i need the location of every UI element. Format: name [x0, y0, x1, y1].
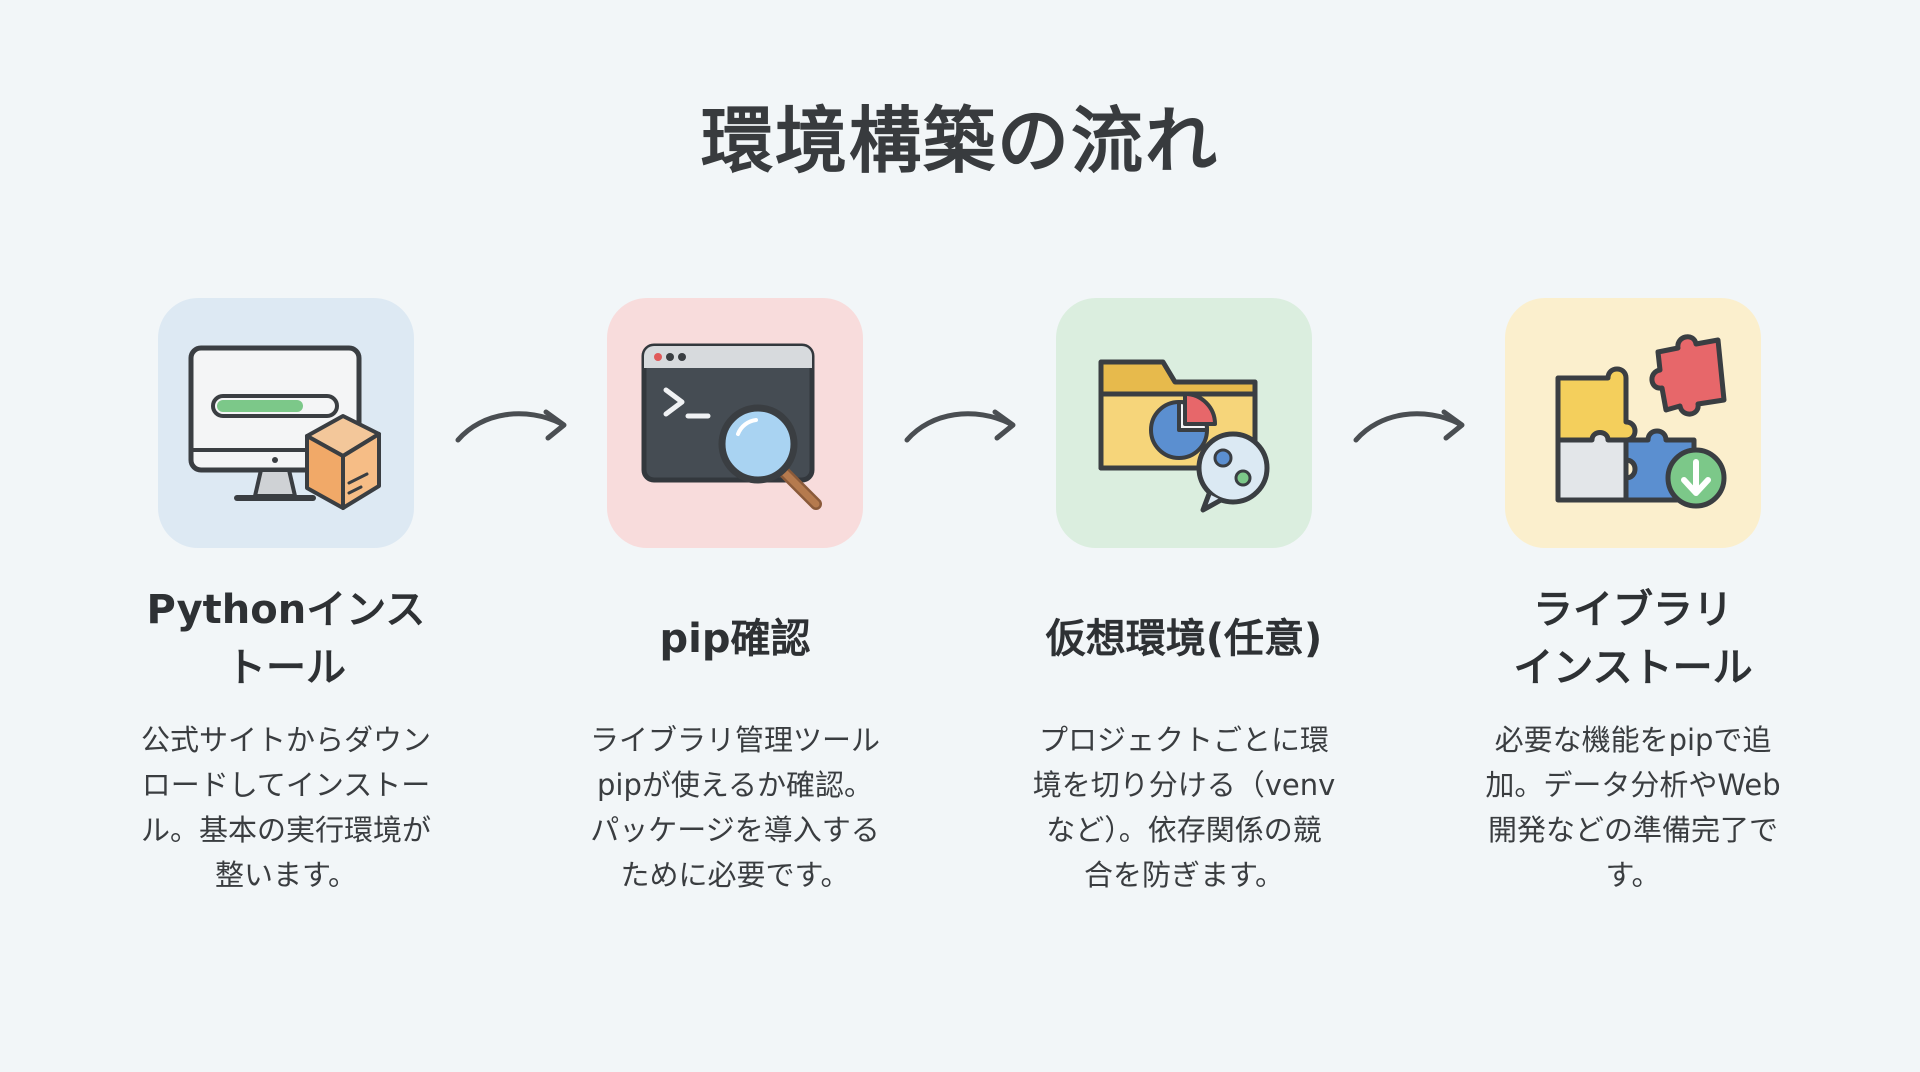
page-title: 環境構築の流れ — [700, 99, 1219, 183]
terminal-magnifier-icon — [641, 343, 822, 510]
step-python-install: Pythonインス トール 公式サイトからダウン ロードしてインストー ル。基本… — [106, 298, 466, 938]
step-title: Pythonインス トール — [146, 587, 426, 691]
puzzle-download-icon — [1555, 334, 1727, 509]
step-library-install: ライブラリ インストール 必要な機能をpipで追 加。データ分析やWeb 開発な… — [1453, 298, 1813, 938]
step-title: pip確認 — [659, 616, 811, 662]
step-virtual-env: 仮想環境(任意) プロジェクトごとに環 境を切り分ける（venv など）。依存関… — [1004, 298, 1364, 938]
step-description: 公式サイトからダウン ロードしてインストー ル。基本の実行環境が 整います。 — [140, 723, 431, 892]
arrow-right-icon — [455, 409, 567, 443]
step-title: ライブラリ インストール — [1513, 587, 1753, 691]
step-icon-tile — [1056, 298, 1312, 548]
step-icon-tile — [607, 298, 863, 548]
step-icon-tile — [158, 298, 414, 548]
arrow-right-icon — [1353, 409, 1465, 443]
step-pip-check: pip確認 ライブラリ管理ツール pipが使えるか確認。 パッケージを導入する … — [555, 298, 915, 938]
arrow-right-icon — [904, 409, 1016, 443]
step-description: ライブラリ管理ツール pipが使えるか確認。 パッケージを導入する ために必要で… — [589, 723, 880, 892]
step-icon-tile — [1505, 298, 1761, 548]
folder-chart-icon — [1098, 359, 1270, 513]
step-description: 必要な機能をpipで追 加。データ分析やWeb 開発などの準備完了で す。 — [1485, 723, 1781, 892]
monitor-package-icon — [188, 345, 381, 510]
step-title: 仮想環境(任意) — [1045, 616, 1323, 662]
step-description: プロジェクトごとに環 境を切り分ける（venv など）。依存関係の競 合を防ぎま… — [1032, 723, 1336, 892]
